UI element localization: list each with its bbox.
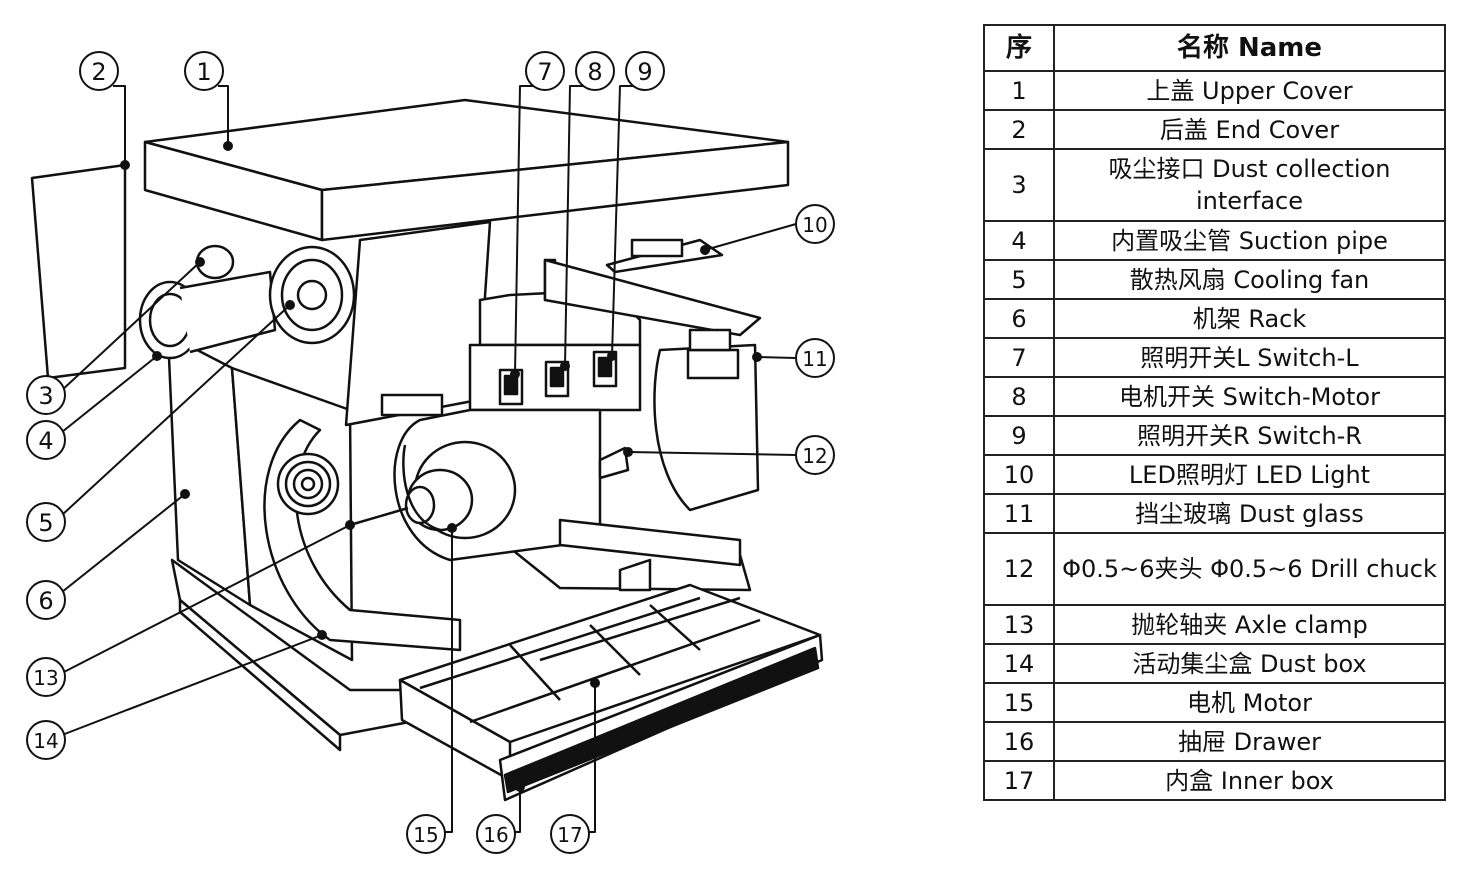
switch-panel-drawing	[468, 258, 762, 412]
callout-6: 6	[38, 587, 53, 615]
row-name: 照明开关L Switch-L	[1053, 337, 1446, 378]
upper-cover-drawing	[143, 98, 790, 242]
row-name: 内盒 Inner box	[1053, 760, 1446, 801]
leader-dots	[120, 141, 762, 792]
callout-12: 12	[802, 444, 827, 468]
row-name: 机架 Rack	[1053, 298, 1446, 339]
row-name: 后盖 End Cover	[1053, 109, 1446, 150]
row-no: 4	[983, 220, 1055, 261]
parts-table-header: 序 名称 Name	[983, 24, 1446, 72]
drawer-drawing	[398, 583, 824, 802]
row-no: 15	[983, 682, 1055, 723]
row-name: Φ0.5~6夹头 Φ0.5~6 Drill chuck	[1053, 532, 1446, 606]
row-name: 活动集尘盒 Dust box	[1053, 643, 1446, 684]
callout-1: 1	[196, 58, 211, 86]
suction-pipe-drawing	[138, 244, 356, 360]
row-name: 内置吸尘管 Suction pipe	[1053, 220, 1446, 261]
row-no: 7	[983, 337, 1055, 378]
exploded-machine-diagram: 1 2 3 4 5 6 7 8 9 10 11 12 13 14 15 16 1…	[26, 51, 835, 854]
row-no: 11	[983, 493, 1055, 534]
row-no: 16	[983, 721, 1055, 762]
cooling-fan-grill	[276, 452, 340, 516]
callout-2: 2	[91, 58, 106, 86]
inner-box-grid	[419, 596, 761, 724]
header-no: 序	[983, 24, 1055, 72]
row-no: 6	[983, 298, 1055, 339]
callout-9: 9	[637, 58, 652, 86]
callout-13: 13	[33, 666, 58, 690]
row-name: 抛轮轴夹 Axle clamp	[1053, 604, 1446, 645]
callout-5: 5	[38, 509, 53, 537]
row-name: 抽屉 Drawer	[1053, 721, 1446, 762]
callout-circles	[26, 51, 835, 854]
led-light-drawing	[605, 238, 724, 274]
row-no: 2	[983, 109, 1055, 150]
row-name: 吸尘接口 Dust collection interface	[1053, 148, 1446, 222]
right-dust-glass-drawing	[653, 328, 760, 512]
row-name: 散热风扇 Cooling fan	[1053, 259, 1446, 300]
callout-8: 8	[587, 58, 602, 86]
callout-4: 4	[38, 427, 53, 455]
leader-lines	[59, 85, 797, 833]
row-name: 上盖 Upper Cover	[1053, 70, 1446, 111]
row-no: 3	[983, 148, 1055, 222]
right-base-drawing	[558, 518, 742, 567]
row-no: 14	[983, 643, 1055, 684]
row-name: LED照明灯 LED Light	[1053, 454, 1446, 495]
end-cover-drawing	[30, 163, 127, 380]
callout-17: 17	[557, 823, 582, 847]
row-no: 17	[983, 760, 1055, 801]
row-no: 12	[983, 532, 1055, 606]
callout-16: 16	[483, 823, 508, 847]
row-no: 13	[983, 604, 1055, 645]
row-no: 5	[983, 259, 1055, 300]
row-name: 电机 Motor	[1053, 682, 1446, 723]
row-no: 1	[983, 70, 1055, 111]
motor-drawing	[349, 408, 630, 562]
header-name: 名称 Name	[1053, 24, 1446, 72]
row-no: 9	[983, 415, 1055, 456]
callout-labels: 1 2 3 4 5 6 7 8 9 10 11 12 13 14 15 16 1…	[33, 58, 827, 847]
callout-11: 11	[802, 347, 827, 371]
row-no: 8	[983, 376, 1055, 417]
callout-3: 3	[38, 382, 53, 410]
rack-drawing	[166, 333, 752, 752]
left-dust-glass-drawing	[344, 220, 492, 427]
callout-15: 15	[413, 823, 438, 847]
row-name: 电机开关 Switch-Motor	[1053, 376, 1446, 417]
callout-7: 7	[537, 58, 552, 86]
row-no: 10	[983, 454, 1055, 495]
row-name: 照明开关R Switch-R	[1053, 415, 1446, 456]
callout-10: 10	[802, 213, 827, 237]
callout-14: 14	[33, 729, 58, 753]
row-name: 挡尘玻璃 Dust glass	[1053, 493, 1446, 534]
